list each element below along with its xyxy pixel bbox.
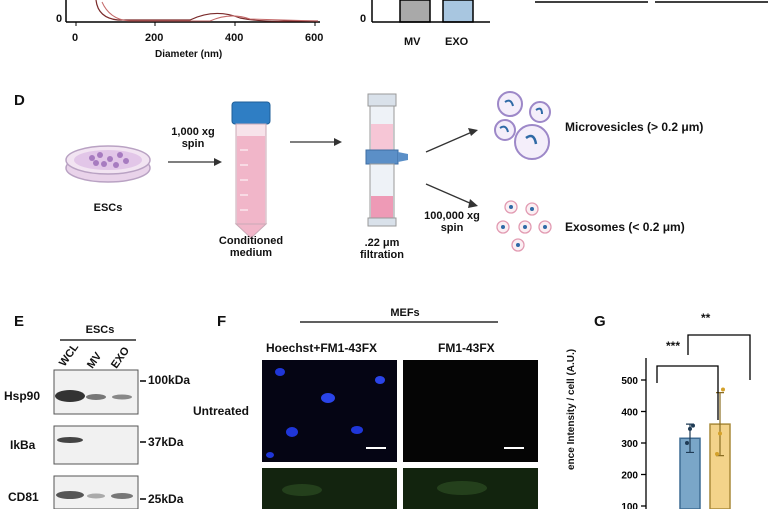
spin1-label: 1,000 xg spin <box>171 126 215 150</box>
size-zero-tick: 0 <box>56 13 63 25</box>
microvesicles-label: Microvesicles (> 0.2 μm) <box>565 120 704 134</box>
g-sig2: ** <box>701 311 711 325</box>
col-hoechst: Hoechst+FM1-43FX <box>266 341 378 355</box>
bar-exo <box>442 0 474 23</box>
bar-zero-tick: 0 <box>360 13 367 25</box>
image-hoechst-untreated <box>262 360 397 462</box>
panel-e-letter: E <box>14 313 25 330</box>
esc-group-label: ESCs <box>85 324 115 336</box>
petri-dish-icon <box>65 145 151 183</box>
microvesicle-icon <box>494 91 551 160</box>
g-tick-label-300: 300 <box>621 439 638 450</box>
size-tick-0: 0 <box>72 32 79 44</box>
marker-25kda: 25kDa <box>148 492 184 506</box>
g-tick-label-200: 200 <box>621 471 638 482</box>
image-fm1-untreated <box>403 360 538 462</box>
g-point-2-1 <box>718 431 722 436</box>
g-point-2-2 <box>721 387 725 392</box>
panel-g-letter: G <box>594 313 606 330</box>
col-fm1: FM1-43FX <box>438 341 495 355</box>
filter-unit-icon <box>365 93 408 227</box>
western-blot <box>53 339 146 509</box>
image-hoechst-row2 <box>262 468 397 509</box>
row-untreated: Untreated <box>193 404 250 418</box>
microscopy-grid <box>262 360 538 509</box>
esc-label: ESCs <box>93 202 123 214</box>
size-tick-400: 400 <box>225 32 244 44</box>
size-tick-600: 600 <box>305 32 324 44</box>
g-tick-label-400: 400 <box>621 408 638 419</box>
g-sig1: *** <box>666 339 681 353</box>
filtration-label: .22 μm filtration <box>360 237 404 261</box>
g-bar-chart: 100 200 300 400 500 <box>621 334 751 509</box>
size-tick-200: 200 <box>145 32 164 44</box>
size-curve <box>95 0 318 22</box>
exosomes-label: Exosomes (< 0.2 μm) <box>565 220 685 234</box>
g-bracket-1 <box>656 365 719 420</box>
bar-cat-exo: EXO <box>445 36 469 48</box>
g-point-1-2 <box>691 423 695 428</box>
workflow-diagram <box>65 91 552 252</box>
row-ikba: IkBa <box>10 438 36 452</box>
g-ylabel: ence Intensity / cell (A.U.) <box>566 348 577 470</box>
panel-d-letter: D <box>14 92 25 109</box>
g-tick-label-500: 500 <box>621 376 638 387</box>
g-point-1-1 <box>688 426 692 431</box>
g-point-1-0 <box>685 441 689 445</box>
conical-tube-icon <box>231 101 271 239</box>
conditioned-label: Conditioned medium <box>218 235 284 259</box>
bar-mv <box>399 0 431 23</box>
marker-37kda: 37kDa <box>148 435 184 449</box>
row-hsp90: Hsp90 <box>4 389 41 403</box>
mef-group-label: MEFs <box>390 307 420 319</box>
marker-100kda: 100kDa <box>148 373 191 387</box>
exosome-icon <box>496 200 552 252</box>
top-charts <box>65 0 768 26</box>
row-cd81: CD81 <box>8 490 39 504</box>
size-curve-2 <box>101 1 319 22</box>
bar-cat-mv: MV <box>404 36 421 48</box>
g-point-2-0 <box>715 452 719 457</box>
panel-f-letter: F <box>217 313 227 330</box>
spin2-label: 100,000 xg spin <box>424 210 480 234</box>
g-bracket-2 <box>687 334 751 380</box>
size-xlabel: Diameter (nm) <box>155 49 223 60</box>
g-tick-label-100: 100 <box>621 502 638 509</box>
